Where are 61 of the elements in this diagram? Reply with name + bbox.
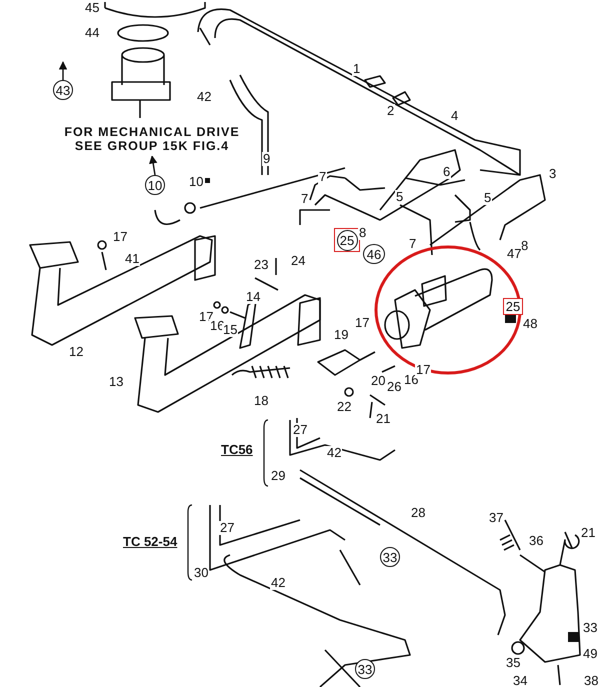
callout-number: 7 xyxy=(318,170,328,184)
callout-number: 21 xyxy=(375,412,392,426)
callout-number: 18 xyxy=(253,394,270,408)
callout-number: 24 xyxy=(290,254,306,268)
callout-number: 45 xyxy=(84,1,100,15)
callout-number: 21 xyxy=(580,526,596,540)
callout-number: 46 xyxy=(363,244,385,264)
callout-number: 43 xyxy=(53,80,73,100)
callout-number: 7 xyxy=(300,192,310,206)
arrow xyxy=(58,61,68,80)
callout-number: 42 xyxy=(326,446,342,460)
callout-number: 1 xyxy=(352,62,362,76)
callout-number: 19 xyxy=(333,328,350,342)
callout-number: 37 xyxy=(488,511,504,525)
callout-number: 47 xyxy=(506,247,522,261)
callout-number: 17 xyxy=(415,363,432,377)
callout-number: 48 xyxy=(522,317,538,331)
model-label: TC 52-54 xyxy=(122,535,178,549)
callout-number: 13 xyxy=(108,375,124,389)
callout-number: 5 xyxy=(395,190,404,204)
callout-number: 15 xyxy=(222,323,238,337)
callout-number: 8 xyxy=(520,239,530,253)
arrow xyxy=(149,155,158,176)
callout-number: 9 xyxy=(262,152,272,166)
callout-number: 7 xyxy=(408,237,418,251)
callout-number: 2 xyxy=(386,104,396,118)
callout-number: 10 xyxy=(188,175,204,189)
callout-number: 33 xyxy=(380,547,400,567)
callout-number: 22 xyxy=(336,400,352,414)
callout-number: 49 xyxy=(582,647,598,661)
callout-number: 14 xyxy=(245,290,262,304)
callout-number: 26 xyxy=(386,380,402,394)
callout-number: 12 xyxy=(68,345,84,359)
model-label: TC56 xyxy=(220,443,254,457)
callout-number: 25 xyxy=(334,228,360,252)
callout-number: 5 xyxy=(483,191,492,205)
callout-number: 17 xyxy=(354,316,370,330)
callout-number: 35 xyxy=(505,656,522,670)
callout-number: 23 xyxy=(253,258,270,272)
callout-number: 33 xyxy=(582,621,598,635)
callout-number: 10 xyxy=(145,175,165,195)
callout-number: 44 xyxy=(84,26,100,40)
callout-number: 27 xyxy=(219,521,236,535)
callout-number: 29 xyxy=(270,469,286,483)
callout-number: 34 xyxy=(512,674,528,687)
callout-number: 42 xyxy=(196,90,212,104)
callout-number: 42 xyxy=(270,576,286,590)
callout-number: 25 xyxy=(503,298,523,315)
callout-number: 8 xyxy=(358,226,368,240)
callout-number: 38 xyxy=(583,674,600,687)
callout-number: 20 xyxy=(370,374,386,388)
callout-number: 30 xyxy=(193,566,210,580)
callout-number: 4 xyxy=(450,109,460,123)
callout-number: 3 xyxy=(548,167,558,181)
callout-number: 41 xyxy=(124,252,140,266)
callout-number: 36 xyxy=(528,534,544,548)
callout-number: 27 xyxy=(292,423,308,437)
callout-number: 28 xyxy=(410,506,426,520)
callout-number: 17 xyxy=(112,230,128,244)
callout-number: 6 xyxy=(442,165,452,179)
callout-number: 33 xyxy=(355,659,375,679)
